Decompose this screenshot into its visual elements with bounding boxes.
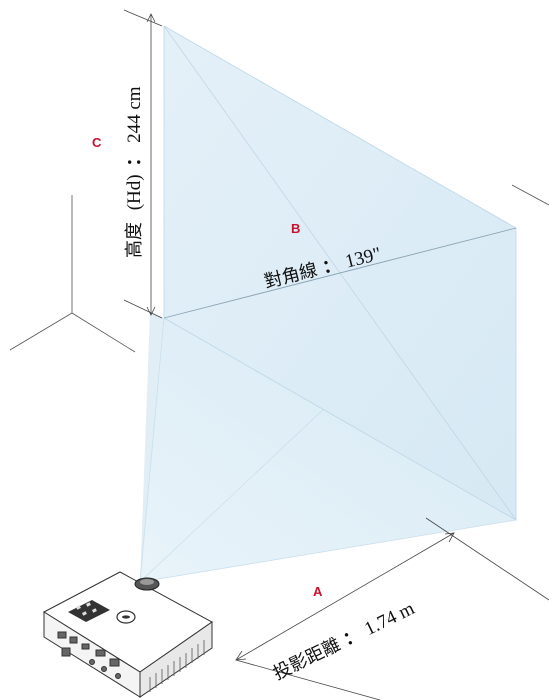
projection-screen <box>163 25 517 521</box>
label-c-separator: ： <box>124 149 145 167</box>
label-a-text: 投影距離 ： 1.74 m <box>270 598 418 685</box>
label-c-value: 244 cm <box>124 86 145 143</box>
label-c-name: 高度 <box>124 222 145 258</box>
label-c-text: 高度 (Hd) ： 244 cm <box>124 86 145 258</box>
label-b-tag: B <box>291 221 300 236</box>
remote-keypad-icon <box>68 600 110 622</box>
label-b-separator: ： <box>320 254 343 279</box>
dell-logo-icon <box>116 610 136 624</box>
label-a-separator: ： <box>340 624 365 651</box>
diagonal-line <box>163 227 517 319</box>
projector-icon <box>42 571 213 698</box>
label-a-name: 投影距離 <box>270 634 344 684</box>
label-a-value: 1.74 m <box>361 598 418 640</box>
label-a-tag: A <box>313 584 323 599</box>
label-c-qualifier: (Hd) <box>124 174 145 210</box>
label-c-tag: C <box>92 135 102 150</box>
label-a: A 投影距離 ： 1.74 m <box>270 584 418 684</box>
distance-dimension <box>235 517 549 700</box>
corner-axes <box>9 195 136 353</box>
label-c: C 高度 (Hd) ： 244 cm <box>92 86 145 258</box>
projection-beam <box>139 227 517 583</box>
height-dimension <box>123 9 163 319</box>
wall-edge-line <box>511 184 549 206</box>
